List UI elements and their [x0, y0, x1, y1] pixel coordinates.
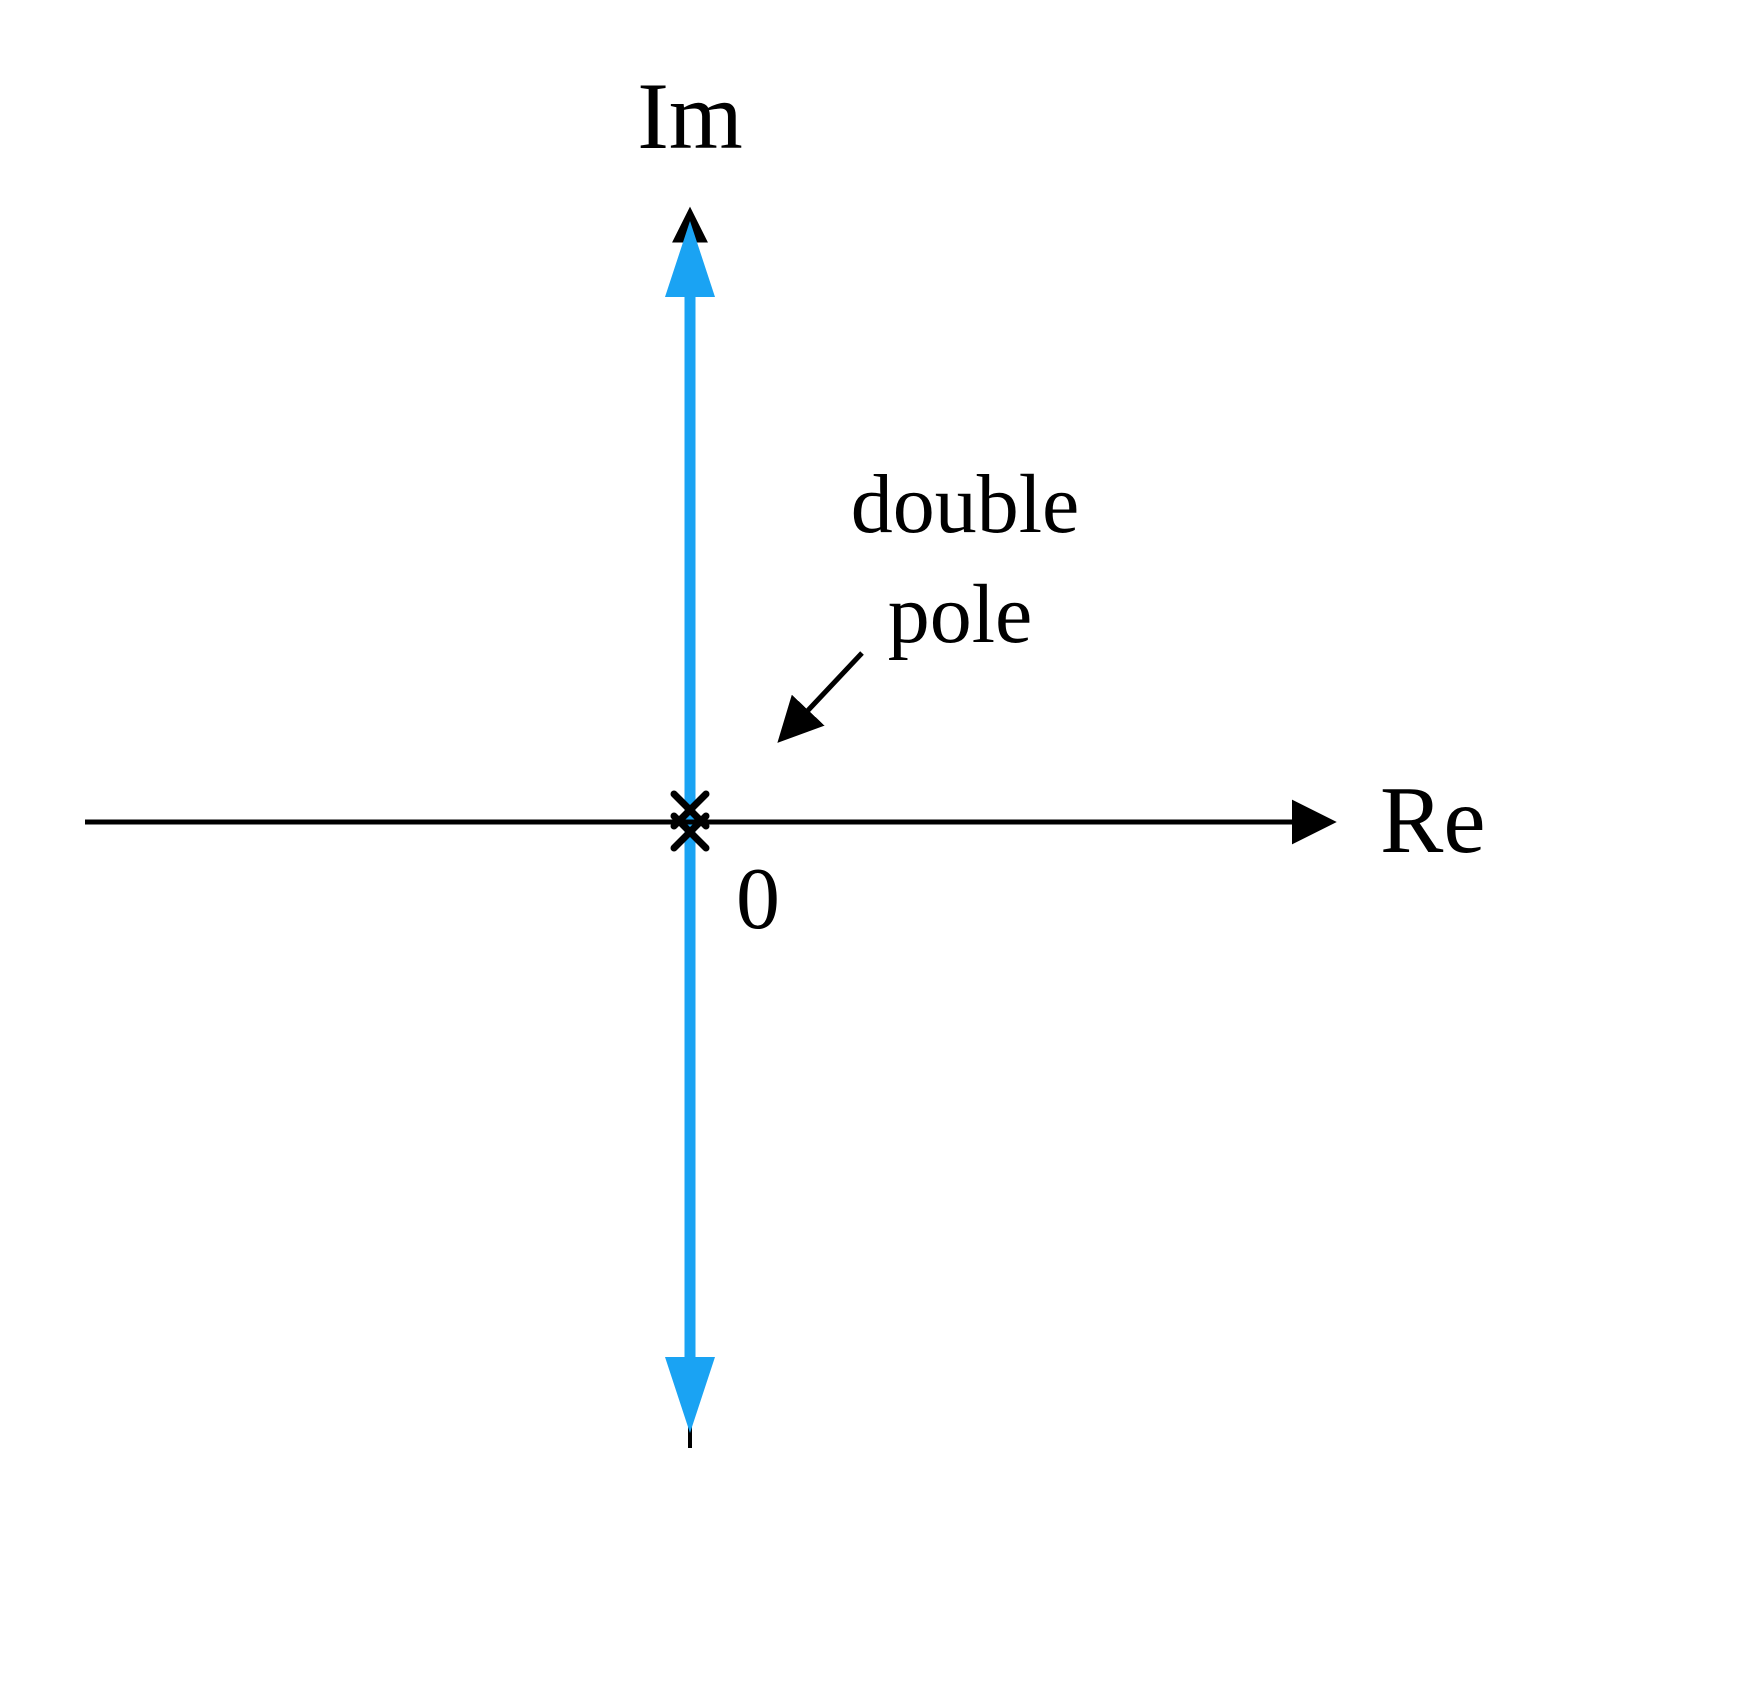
branch-arrowhead-up-icon [665, 221, 715, 297]
branch-cut [665, 221, 715, 1433]
annotation-line1: double [851, 458, 1080, 551]
pole-cross-2b [670, 812, 710, 852]
branch-arrowhead-down-icon [665, 1357, 715, 1433]
im-axis-label: Im [637, 63, 743, 169]
annotation-arrow [777, 651, 864, 743]
annotation-line2: pole [888, 568, 1033, 661]
re-axis-label: Re [1380, 767, 1486, 873]
origin-label: 0 [736, 851, 780, 948]
double-pole-marker [670, 790, 710, 852]
